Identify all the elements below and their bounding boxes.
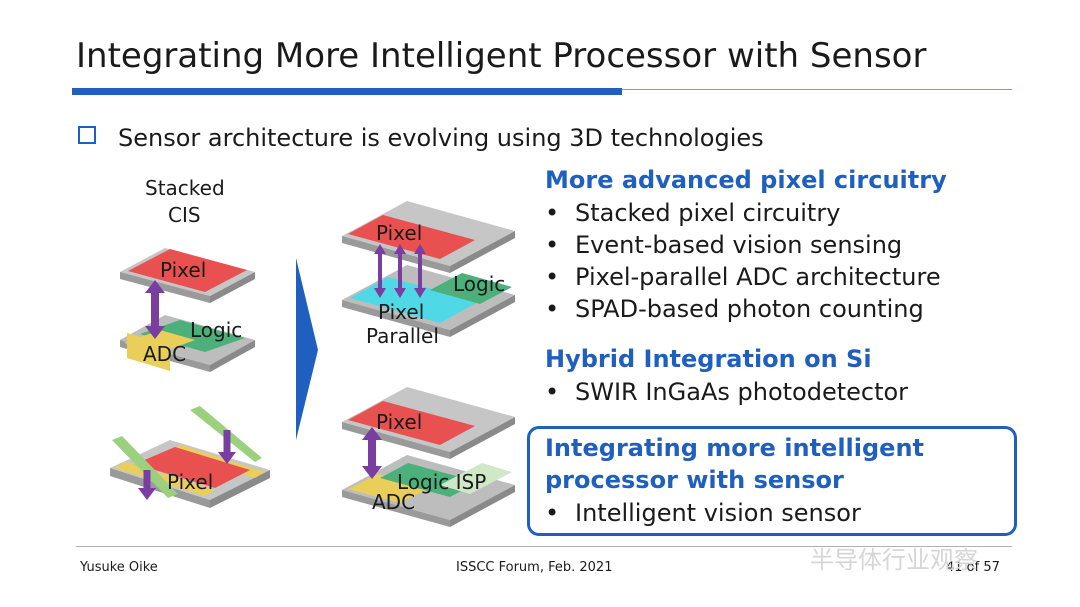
logic-label-2: Logic: [453, 272, 506, 296]
footer-rule: [76, 546, 1012, 547]
highlight-box: [527, 426, 1017, 536]
logic-label-1: Logic: [190, 318, 243, 342]
adc-label-2: ADC: [372, 490, 416, 514]
pixel-label-2: Pixel: [167, 470, 214, 494]
logic-isp-diagram: [342, 387, 515, 527]
watermark: 半导体行业观察: [810, 546, 978, 574]
bullet-item: •SWIR InGaAs photodetector: [545, 378, 909, 406]
square-bullet-icon: [78, 126, 96, 144]
pixel-label-1: Pixel: [160, 258, 207, 282]
pixel-label-4: Pixel: [376, 410, 423, 434]
stacked-label: Stacked: [145, 176, 225, 200]
pixel-label-3: Pixel: [376, 221, 423, 245]
subtitle: Sensor architecture is evolving using 3D…: [78, 124, 764, 152]
section-heading-advanced: More advanced pixel circuitry: [545, 166, 947, 194]
bullet-item: •Pixel-parallel ADC architecture: [545, 263, 941, 291]
pixel-parallel-label-1: Pixel: [378, 300, 425, 324]
title-rule: [72, 88, 622, 95]
cis-label: CIS: [168, 203, 201, 227]
section-heading-intelligent-1: Integrating more intelligent: [545, 434, 925, 462]
section-heading-hybrid: Hybrid Integration on Si: [545, 345, 872, 373]
subtitle-text: Sensor architecture is evolving using 3D…: [118, 124, 764, 152]
bullet-item: •Stacked pixel circuitry: [545, 199, 841, 227]
slide-title: Integrating More Intelligent Processor w…: [76, 36, 927, 76]
pixel-parallel-diagram: [342, 201, 515, 337]
title-rule-thin: [622, 89, 1012, 90]
chevron-arrow: [296, 258, 318, 440]
hybrid-stack-diagram: [110, 406, 270, 508]
bullet-item: •Event-based vision sensing: [545, 231, 903, 259]
stacked-cis-diagram: [120, 248, 255, 372]
bullet-item: •Intelligent vision sensor: [545, 499, 861, 527]
adc-label-1: ADC: [143, 342, 187, 366]
footer-author: Yusuke Oike: [80, 560, 158, 575]
footer-event: ISSCC Forum, Feb. 2021: [456, 560, 613, 575]
bullet-item: •SPAD-based photon counting: [545, 295, 924, 323]
section-heading-intelligent-2: processor with sensor: [545, 466, 844, 494]
footer-page: 41 of 57: [946, 560, 1000, 575]
pixel-parallel-label-2: Parallel: [366, 324, 439, 348]
logic-isp-label: Logic ISP: [397, 470, 487, 494]
